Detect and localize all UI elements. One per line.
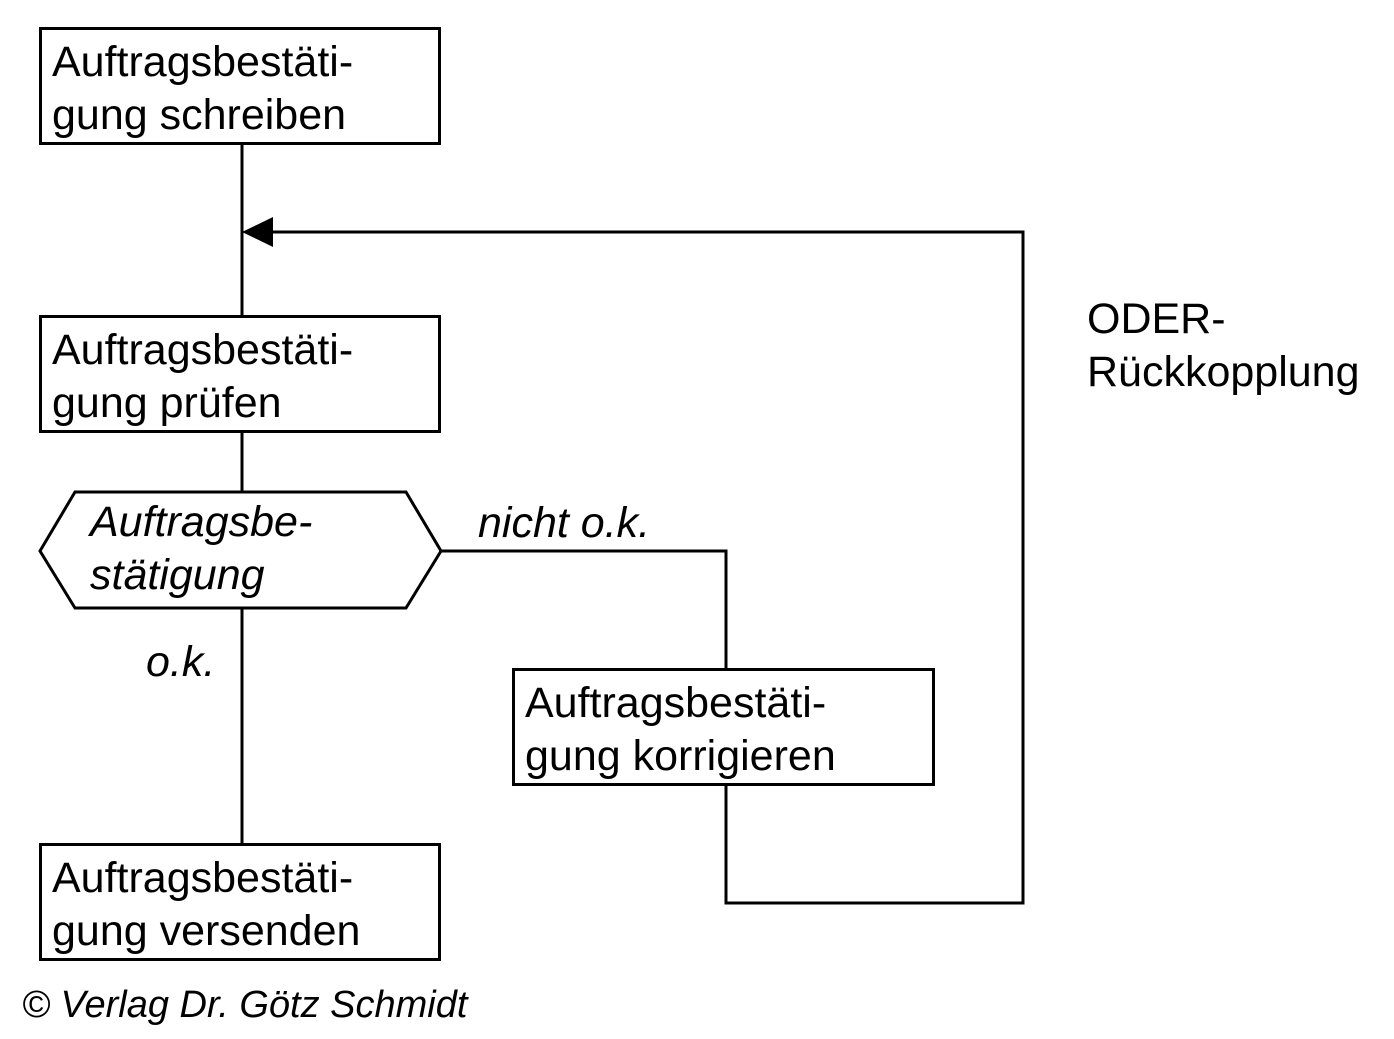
node-send-confirmation: Auftragsbestäti- gung versenden (39, 843, 441, 961)
feedback-label: ODER- Rückkopplung (1087, 293, 1360, 399)
node-write-line2: gung schreiben (52, 91, 347, 139)
node-correct-line1: Auftragsbestäti- (525, 679, 827, 727)
node-correct-line2: gung korrigieren (525, 732, 836, 780)
feedback-label-line2: Rückkopplung (1087, 348, 1360, 396)
feedback-loop-line (270, 230, 1025, 905)
decision-label: Auftragsbe- stätigung (90, 496, 312, 602)
node-write-line1: Auftragsbestäti- (52, 38, 354, 86)
node-check-confirmation: Auftragsbestäti- gung prüfen (39, 315, 441, 433)
decision-line2: stätigung (90, 551, 265, 599)
node-send-line2: gung versenden (52, 907, 361, 955)
decision-line1: Auftragsbe- (90, 498, 313, 546)
node-send-line1: Auftragsbestäti- (52, 854, 354, 902)
node-write-confirmation: Auftragsbestäti- gung schreiben (39, 27, 441, 145)
decision-hexagon (38, 490, 443, 610)
feedback-label-line1: ODER- (1087, 295, 1226, 343)
node-check-line1: Auftragsbestäti- (52, 326, 354, 374)
node-check-line2: gung prüfen (52, 379, 282, 427)
branch-label-not-ok: nicht o.k. (478, 499, 651, 547)
copyright-notice: © Verlag Dr. Götz Schmidt (22, 984, 468, 1026)
branch-label-ok: o.k. (146, 638, 216, 686)
feedback-arrowhead (242, 217, 273, 247)
connector-decision-to-correct (441, 549, 728, 669)
node-correct-confirmation: Auftragsbestäti- gung korrigieren (512, 668, 935, 786)
